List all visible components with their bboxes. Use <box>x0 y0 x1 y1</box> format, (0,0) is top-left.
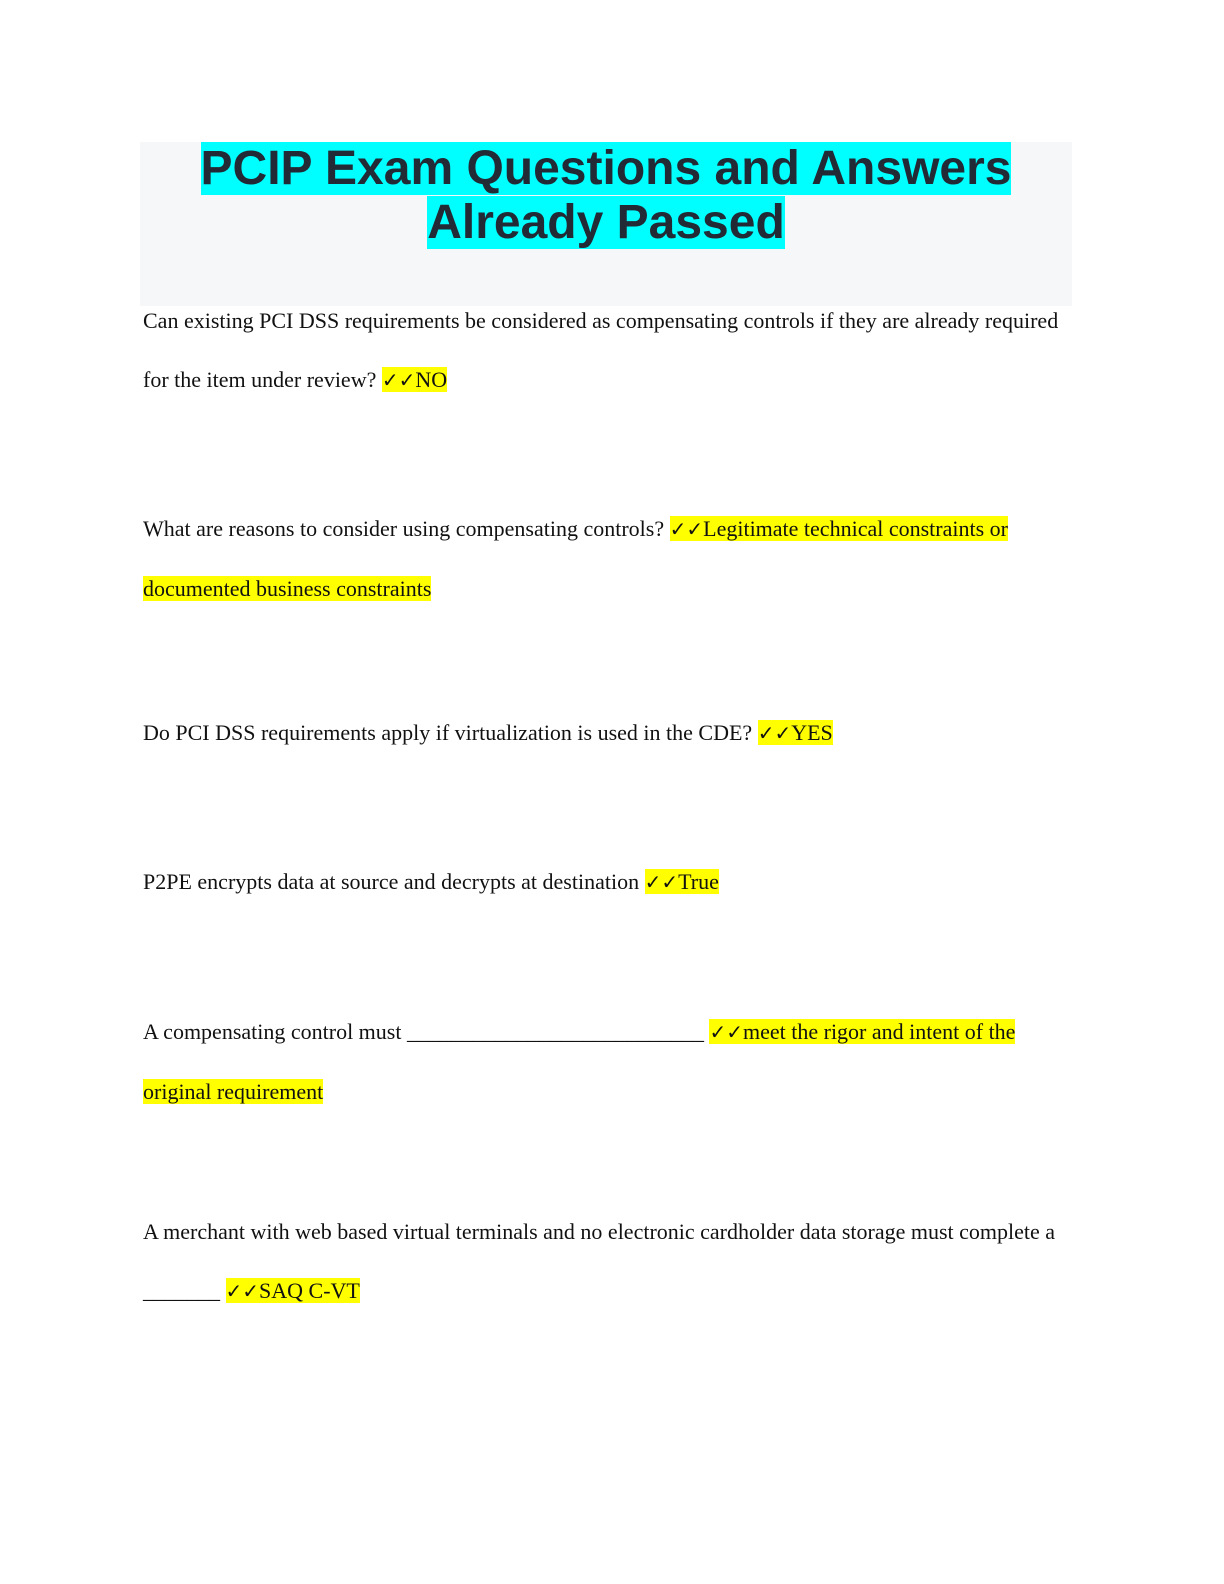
double-check-icon: ✓✓ <box>669 517 704 541</box>
answer-text: YES <box>791 720 833 745</box>
question-text: P2PE encrypts data at source and decrypt… <box>143 869 645 894</box>
answer-highlight: ✓✓NO <box>381 367 448 392</box>
answer-text: meet the rigor and intent of the origina… <box>143 1019 1016 1104</box>
answer-text: True <box>678 869 719 894</box>
answer-highlight: ✓✓SAQ C-VT <box>225 1278 360 1303</box>
qa-item-5: A compensating control must ____________… <box>143 1002 1063 1121</box>
answer-text: Legitimate technical constraints or docu… <box>143 516 1008 601</box>
qa-item-1: Can existing PCI DSS requirements be con… <box>143 291 1063 410</box>
title-block: PCIP Exam Questions and Answers Already … <box>140 142 1072 306</box>
question-text: What are reasons to consider using compe… <box>143 516 670 541</box>
double-check-icon: ✓✓ <box>709 1020 743 1044</box>
answer-highlight: ✓✓True <box>644 869 719 894</box>
answer-highlight: ✓✓YES <box>757 720 833 745</box>
qa-item-6: A merchant with web based virtual termin… <box>143 1202 1063 1321</box>
question-text: Do PCI DSS requirements apply if virtual… <box>143 720 758 745</box>
title-line-1: PCIP Exam Questions and Answers <box>200 142 1012 195</box>
page-title: PCIP Exam Questions and Answers Already … <box>140 142 1072 250</box>
qa-item-3: Do PCI DSS requirements apply if virtual… <box>143 703 1063 763</box>
qa-item-4: P2PE encrypts data at source and decrypt… <box>143 852 1063 912</box>
double-check-icon: ✓✓ <box>225 1279 260 1303</box>
qa-item-2: What are reasons to consider using compe… <box>143 499 1063 618</box>
answer-text: NO <box>415 367 448 392</box>
title-line-2: Already Passed <box>427 196 785 249</box>
double-check-icon: ✓✓ <box>757 721 792 745</box>
question-text: A compensating control must ____________… <box>143 1019 710 1044</box>
double-check-icon: ✓✓ <box>381 368 416 392</box>
double-check-icon: ✓✓ <box>644 870 679 894</box>
question-text: Can existing PCI DSS requirements be con… <box>143 308 1059 392</box>
answer-text: SAQ C-VT <box>259 1278 360 1303</box>
question-text: A merchant with web based virtual termin… <box>143 1219 1056 1303</box>
